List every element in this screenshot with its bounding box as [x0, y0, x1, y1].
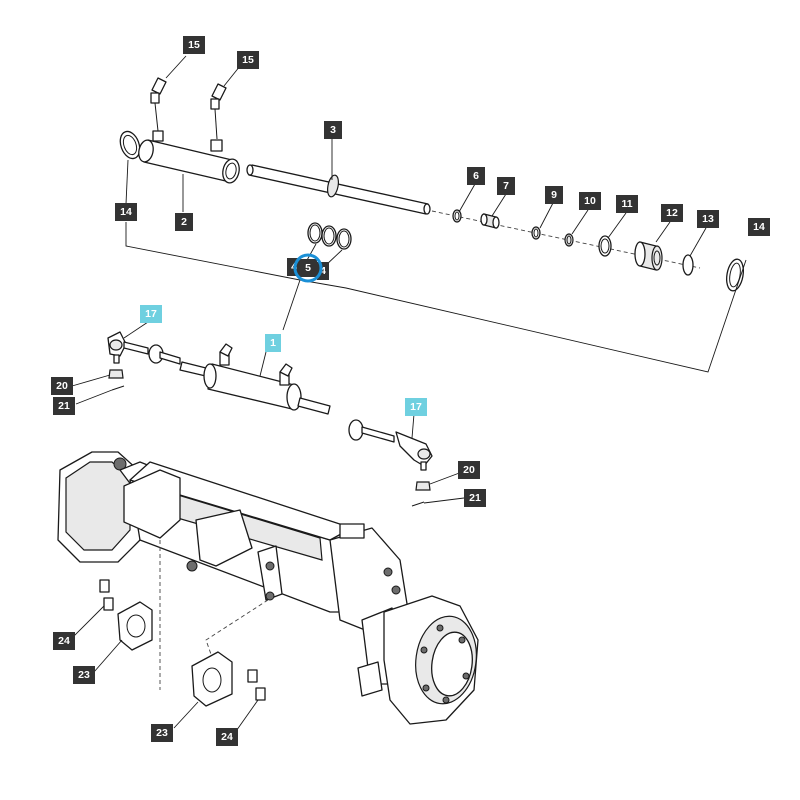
- svg-text:5: 5: [305, 262, 311, 274]
- seal-6: [452, 209, 462, 223]
- svg-text:10: 10: [584, 195, 596, 207]
- svg-text:20: 20: [56, 380, 68, 392]
- gasket-right: [191, 651, 233, 707]
- svg-text:3: 3: [330, 124, 336, 136]
- snap-ring-right: [725, 258, 745, 292]
- callouts: 15 15 3 14 2 6 7 9: [51, 36, 770, 746]
- callout-3[interactable]: 3: [324, 121, 342, 139]
- svg-text:13: 13: [702, 213, 714, 225]
- callout-15-left[interactable]: 15: [183, 36, 205, 54]
- tie-rod-end-right: [348, 419, 433, 471]
- callout-23-left[interactable]: 23: [73, 666, 95, 684]
- bolt-left-lower: [103, 597, 114, 611]
- callout-7[interactable]: 7: [497, 177, 515, 195]
- callout-14-left[interactable]: 14: [115, 203, 137, 221]
- callout-17-right[interactable]: 17: [405, 398, 427, 416]
- callout-14-right[interactable]: 14: [748, 218, 770, 236]
- callout-23-right[interactable]: 23: [151, 724, 173, 742]
- gasket-left: [117, 601, 153, 651]
- svg-text:17: 17: [410, 401, 422, 413]
- axle-housing: [57, 451, 479, 725]
- svg-text:21: 21: [469, 492, 481, 504]
- svg-text:15: 15: [188, 39, 200, 51]
- selection-ring: [293, 253, 323, 283]
- cotter-pin-21-left: [111, 385, 125, 391]
- cotter-pin-21-right: [411, 501, 425, 507]
- nut-20-left: [108, 369, 124, 379]
- piston-rod: [246, 164, 431, 215]
- callout-6[interactable]: 6: [467, 167, 485, 185]
- o-ring-13: [682, 254, 694, 276]
- svg-text:20: 20: [463, 464, 475, 476]
- cylinder-assembled: [107, 331, 433, 507]
- callout-2[interactable]: 2: [175, 213, 193, 231]
- bushing-7: [480, 213, 500, 229]
- callout-11[interactable]: 11: [616, 195, 638, 213]
- callout-20-right[interactable]: 20: [458, 461, 480, 479]
- svg-text:14: 14: [753, 221, 765, 233]
- seal-11: [598, 235, 612, 257]
- callout-21-left[interactable]: 21: [53, 397, 75, 415]
- svg-text:14: 14: [120, 206, 132, 218]
- ring-10: [564, 233, 574, 247]
- svg-text:23: 23: [78, 669, 90, 681]
- o-rings-set: [307, 222, 352, 250]
- ring-9: [531, 226, 541, 240]
- snap-ring-left: [119, 130, 141, 160]
- callout-12[interactable]: 12: [661, 204, 683, 222]
- svg-text:2: 2: [181, 216, 187, 228]
- grease-fitting-left: [150, 77, 167, 132]
- svg-text:11: 11: [621, 198, 632, 210]
- gland-nut-12: [634, 241, 663, 271]
- svg-text:9: 9: [551, 189, 557, 201]
- svg-text:6: 6: [473, 170, 479, 182]
- mounting-dash-lines: [159, 540, 269, 690]
- callout-20-left[interactable]: 20: [51, 377, 73, 395]
- tie-rod-end-left: [107, 331, 181, 365]
- bolt-right-lower: [255, 687, 266, 701]
- callout-21-right[interactable]: 21: [464, 489, 486, 507]
- svg-text:24: 24: [221, 731, 233, 743]
- callout-24-left[interactable]: 24: [53, 632, 75, 650]
- cylinder-barrel: [138, 130, 240, 184]
- svg-text:12: 12: [666, 207, 678, 219]
- grease-fitting-right: [210, 83, 227, 140]
- callout-10[interactable]: 10: [579, 192, 601, 210]
- nut-20-right: [415, 481, 431, 491]
- callout-17-left[interactable]: 17: [140, 305, 162, 323]
- cylinder-exploded-assembly: [119, 77, 745, 292]
- bolt-right-upper: [247, 669, 258, 683]
- svg-text:1: 1: [270, 337, 276, 349]
- svg-text:4: 4: [320, 265, 326, 277]
- callout-13[interactable]: 13: [697, 210, 719, 228]
- callout-5-selected[interactable]: 5: [293, 253, 323, 283]
- callout-9[interactable]: 9: [545, 186, 563, 204]
- svg-text:7: 7: [503, 180, 509, 192]
- callout-15-right[interactable]: 15: [237, 51, 259, 69]
- assembly-bracket-lines: [125, 222, 747, 373]
- callout-1[interactable]: 1: [265, 334, 281, 352]
- svg-text:17: 17: [145, 308, 157, 320]
- leader-lines: [71, 55, 707, 735]
- svg-text:23: 23: [156, 727, 168, 739]
- svg-text:21: 21: [58, 400, 70, 412]
- callout-24-right[interactable]: 24: [216, 728, 238, 746]
- bolt-left-upper: [99, 579, 110, 593]
- svg-text:15: 15: [242, 54, 254, 66]
- svg-text:24: 24: [58, 635, 70, 647]
